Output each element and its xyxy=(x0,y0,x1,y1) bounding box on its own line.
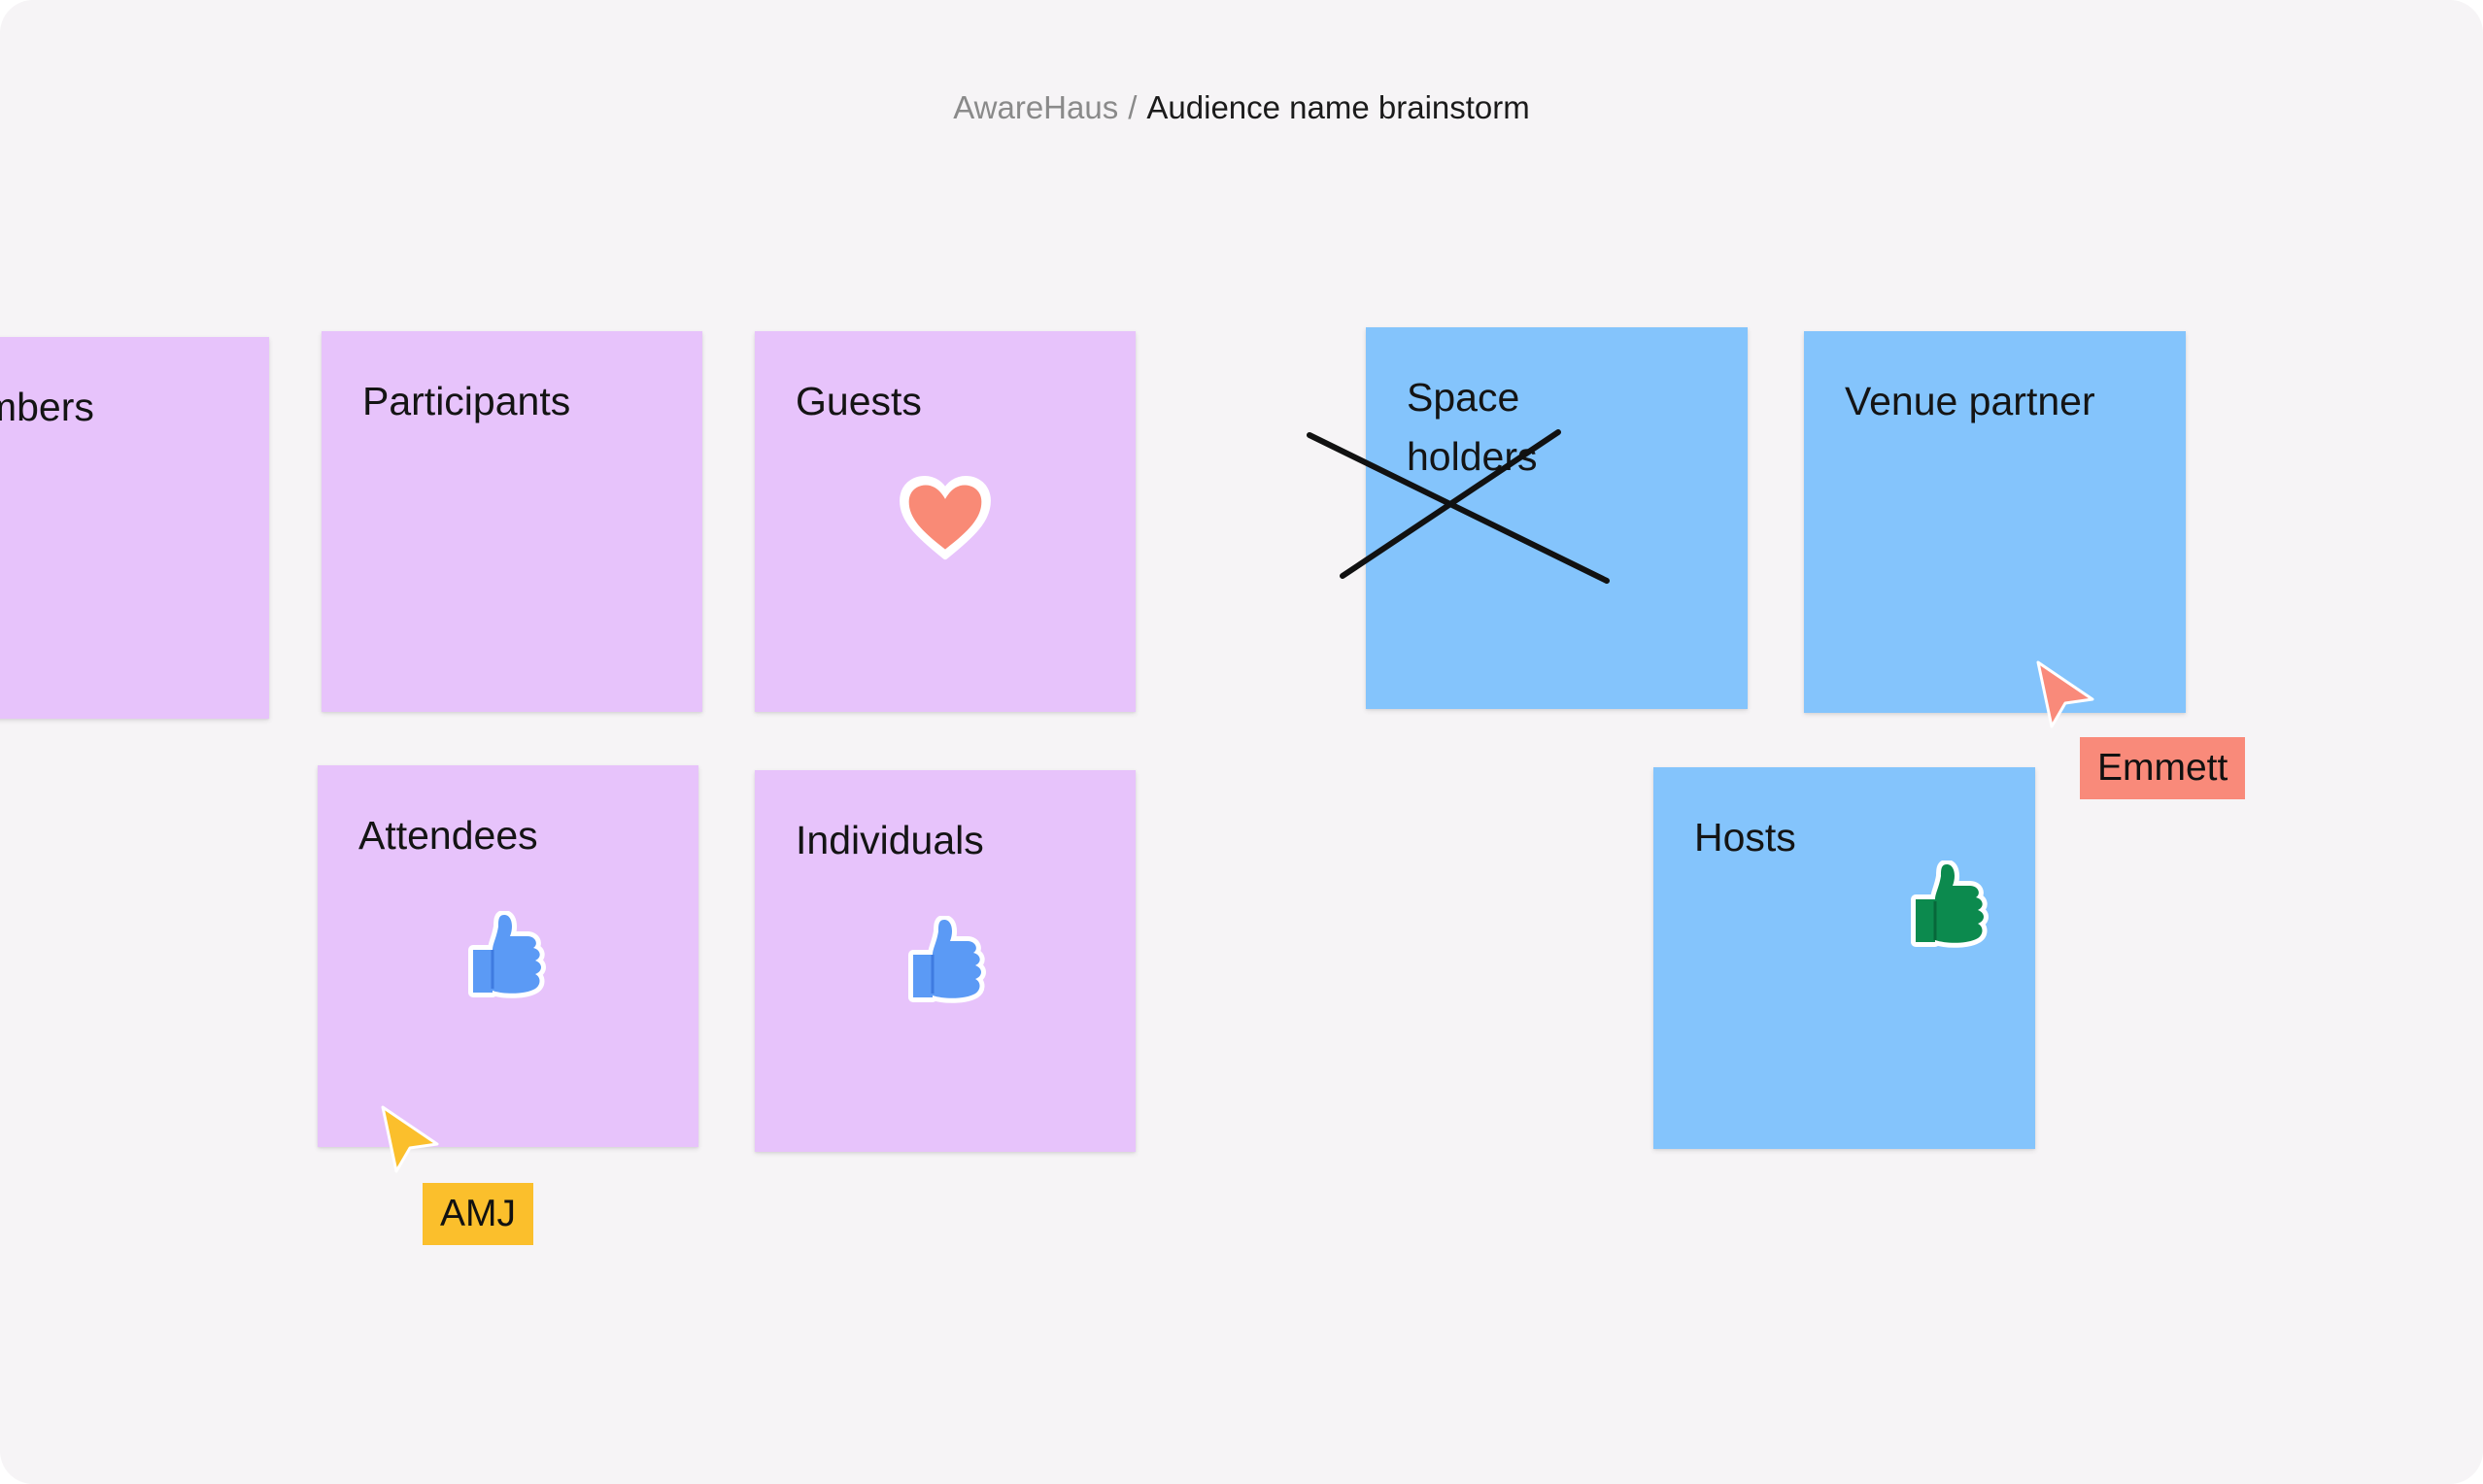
sticky-note-label: Guests xyxy=(796,379,922,423)
sticky-note-hosts[interactable]: Hosts xyxy=(1653,767,2035,1149)
amj-cursor-icon xyxy=(381,1105,439,1173)
sticky-note-label: Space holders xyxy=(1407,375,1538,479)
emmett-cursor-label: Emmett xyxy=(2080,737,2246,799)
breadcrumb-workspace[interactable]: AwareHaus xyxy=(953,89,1119,125)
breadcrumb: AwareHaus/Audience name brainstorm xyxy=(0,89,2483,126)
sticky-note-attendees[interactable]: Attendees xyxy=(318,765,698,1147)
emmett-cursor-icon xyxy=(2036,660,2094,728)
sticky-note-label: Individuals xyxy=(796,818,984,862)
thumbs-down-icon[interactable] xyxy=(905,916,987,1005)
board-title[interactable]: Audience name brainstorm xyxy=(1146,89,1530,125)
sticky-note-guests[interactable]: Guests xyxy=(755,331,1136,712)
sticky-note-label: Participants xyxy=(362,379,571,423)
sticky-note-individuals[interactable]: Individuals xyxy=(755,770,1136,1152)
sticky-note-label: Venue partner xyxy=(1845,379,2095,423)
sticky-note-label: Members xyxy=(0,385,94,429)
cross-out-drawing[interactable] xyxy=(1302,425,1613,590)
sticky-note-label: Hosts xyxy=(1694,815,1796,860)
sticky-note-venue-partner[interactable]: Venue partner xyxy=(1804,331,2186,713)
breadcrumb-separator: / xyxy=(1128,89,1138,125)
sticky-note-members[interactable]: Members xyxy=(0,337,269,719)
thumbs-down-icon[interactable] xyxy=(465,911,547,1000)
amj-cursor-label: AMJ xyxy=(423,1183,533,1245)
heart-icon[interactable] xyxy=(899,475,992,562)
sticky-note-label: Attendees xyxy=(358,813,538,858)
sticky-note-participants[interactable]: Participants xyxy=(322,331,702,712)
thumbs-up-icon[interactable] xyxy=(1908,860,1990,950)
